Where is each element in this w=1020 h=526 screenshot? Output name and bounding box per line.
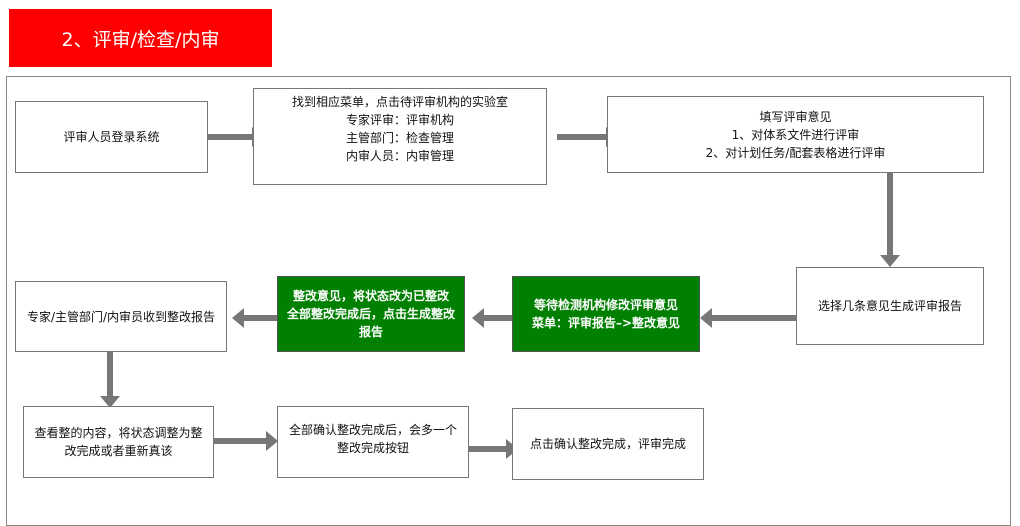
step-fill-opinion: 填写评审意见 1、对体系文件进行评审 2、对计划任务/配套表格进行评审 bbox=[607, 96, 984, 173]
step-text: 1、对体系文件进行评审 bbox=[731, 127, 860, 142]
arrow-wait-to-rectify bbox=[472, 308, 512, 328]
step-text: 报告 bbox=[358, 325, 383, 339]
step-text: 评审人员登录系统 bbox=[63, 130, 160, 144]
step-check-content: 查看整的内容，将状态调整为整 改完成或者重新真该 bbox=[23, 406, 214, 478]
step-login: 评审人员登录系统 bbox=[15, 101, 208, 173]
step-text: 主管部门：检查管理 bbox=[345, 131, 454, 145]
arrow-check-to-confirm bbox=[214, 431, 278, 451]
step-text: 点击确认整改完成，评审完成 bbox=[529, 437, 686, 451]
arrow-rectify-to-receive bbox=[232, 308, 277, 328]
section-title: 2、评审/检查/内审 bbox=[9, 9, 272, 67]
step-text: 等待检测机构修改评审意见 bbox=[533, 298, 678, 312]
step-wait-modify: 等待检测机构修改评审意见 菜单：评审报告–>整改意见 bbox=[512, 276, 700, 352]
step-text: 选择几条意见生成评审报告 bbox=[817, 299, 962, 313]
step-rectify: 整改意见，将状态改为已整改 全部整改完成后，点击生成整改 报告 bbox=[277, 276, 465, 352]
step-text: 专家/主管部门/内审员收到整改报告 bbox=[26, 309, 216, 324]
step-text: 整改意见，将状态改为已整改 bbox=[292, 289, 449, 303]
step-text: 全部确认整改完成后，会多一个 bbox=[288, 423, 457, 437]
arrow-receive-to-check bbox=[100, 352, 120, 408]
step-finish: 点击确认整改完成，评审完成 bbox=[512, 408, 704, 480]
step-text: 查看整的内容，将状态调整为整 bbox=[34, 426, 203, 440]
arrow-fill-to-report bbox=[880, 173, 900, 267]
step-text: 整改完成按钮 bbox=[336, 441, 409, 455]
step-text: 菜单：评审报告–>整改意见 bbox=[531, 316, 681, 330]
step-receive-report: 专家/主管部门/内审员收到整改报告 bbox=[15, 281, 227, 352]
step-text: 找到相应菜单，点击待评审机构的实验室 bbox=[291, 95, 508, 109]
arrow-report-to-wait bbox=[700, 308, 796, 328]
step-text: 专家评审：评审机构 bbox=[345, 113, 454, 127]
step-generate-report: 选择几条意见生成评审报告 bbox=[796, 267, 984, 345]
step-text: 全部整改完成后，点击生成整改 bbox=[286, 307, 455, 321]
step-find-menu: 找到相应菜单，点击待评审机构的实验室 专家评审：评审机构 主管部门：检查管理 内… bbox=[253, 88, 547, 185]
step-confirm-all: 全部确认整改完成后，会多一个 整改完成按钮 bbox=[277, 406, 469, 478]
step-text: 改完成或者重新真该 bbox=[64, 444, 173, 458]
step-text: 填写评审意见 bbox=[759, 109, 832, 124]
step-text: 内审人员：内审管理 bbox=[345, 149, 454, 163]
step-text: 2、对计划任务/配套表格进行评审 bbox=[705, 145, 886, 160]
